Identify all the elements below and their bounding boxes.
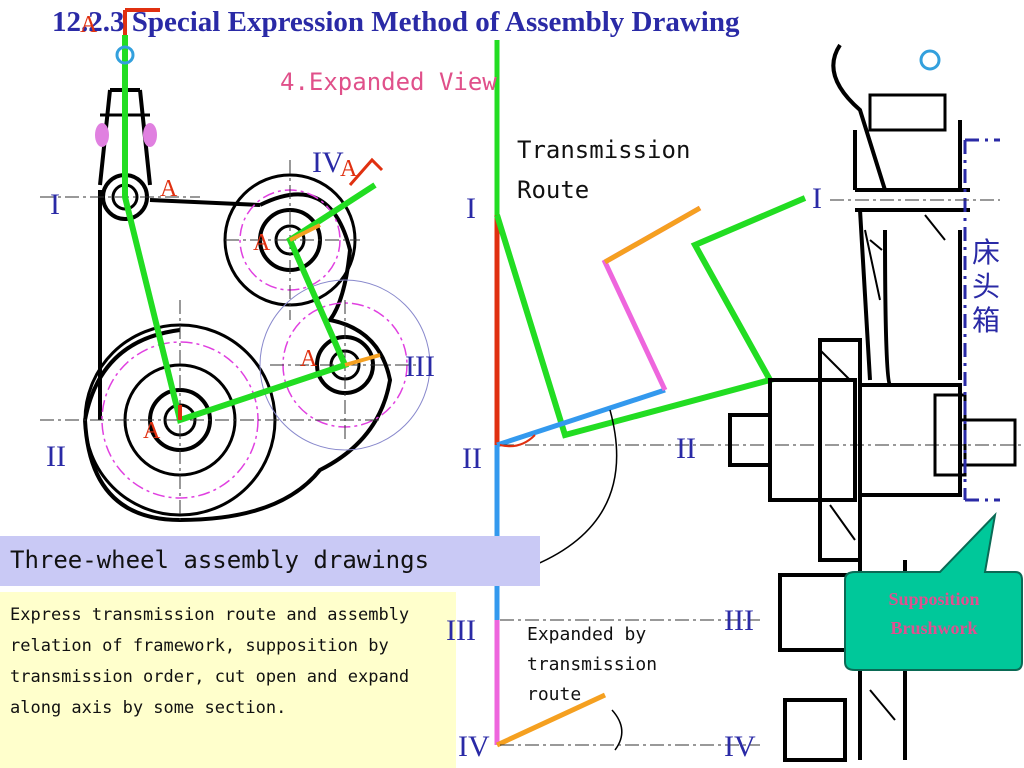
section-label-a-1: A — [160, 176, 178, 202]
axis-label-I-left: I — [50, 188, 60, 221]
page-subtitle: 4.Expanded View — [280, 68, 497, 96]
section-label-a-2: A — [143, 418, 161, 444]
section-label-a-top: A — [80, 12, 98, 38]
supposition-callout — [844, 511, 1023, 671]
axis-label-II-left: II — [46, 440, 66, 473]
section-label-a-4: A — [340, 156, 358, 182]
three-wheel-drawing — [40, 88, 431, 523]
expanded-note: Expanded by transmission route — [527, 624, 658, 705]
description-text: Express transmission route and assembly … — [10, 605, 410, 718]
axis-label-II-mid: II — [462, 442, 482, 475]
caption-background — [0, 536, 540, 586]
section-label-a-3: A — [300, 346, 318, 372]
headstock-label: 床头箱 — [972, 236, 1001, 337]
transmission-route-label: Transmission Route — [517, 136, 691, 204]
axis-label-III-mid: III — [446, 614, 476, 647]
axis-label-IV-right: IV — [724, 730, 756, 763]
caption-text: Three-wheel assembly drawings — [10, 546, 430, 574]
axis-label-III-right: III — [724, 604, 754, 637]
page-title: 12.2.3 Special Expression Method of Asse… — [52, 6, 740, 38]
axis-label-I-right: I — [812, 182, 822, 215]
axis-label-IV-left: IV — [312, 146, 344, 179]
route-left — [115, 8, 384, 424]
route-middle — [494, 40, 1024, 751]
axis-label-II-right: II — [676, 432, 696, 465]
axis-label-IV-mid: IV — [458, 730, 490, 763]
description-background — [0, 592, 456, 768]
axis-label-I-mid: I — [466, 192, 476, 225]
callout-text: Supposition Brushwork — [888, 589, 980, 638]
section-label-a-hub: A — [253, 230, 271, 256]
axis-label-III-left: III — [405, 350, 435, 383]
